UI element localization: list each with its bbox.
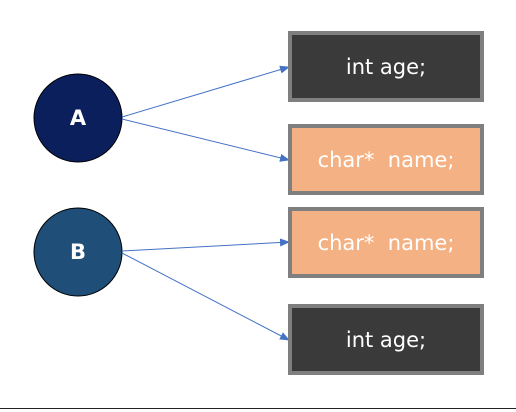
bottom-divider (0, 408, 516, 409)
arrow-b-to-box-3 (121, 238, 290, 252)
box-char-name-2: char* name; (288, 207, 484, 278)
arrow-a-to-box-2 (121, 118, 290, 162)
box-int-age-2: int age; (288, 304, 484, 375)
box-int-age-1: int age; (288, 31, 484, 102)
node-a-circle (33, 73, 123, 163)
arrow-b-to-box-4 (121, 252, 290, 341)
box-3-text: char* name; (317, 230, 455, 255)
box-1-text: int age; (345, 54, 427, 79)
node-b-circle (33, 207, 123, 297)
node-a-label: A (69, 106, 87, 130)
box-char-name-1: char* name; (288, 124, 484, 195)
box-2-text: char* name; (317, 147, 455, 172)
arrow-a-to-box-1 (121, 65, 290, 118)
box-4-text: int age; (345, 327, 427, 352)
node-b-label: B (69, 240, 86, 264)
